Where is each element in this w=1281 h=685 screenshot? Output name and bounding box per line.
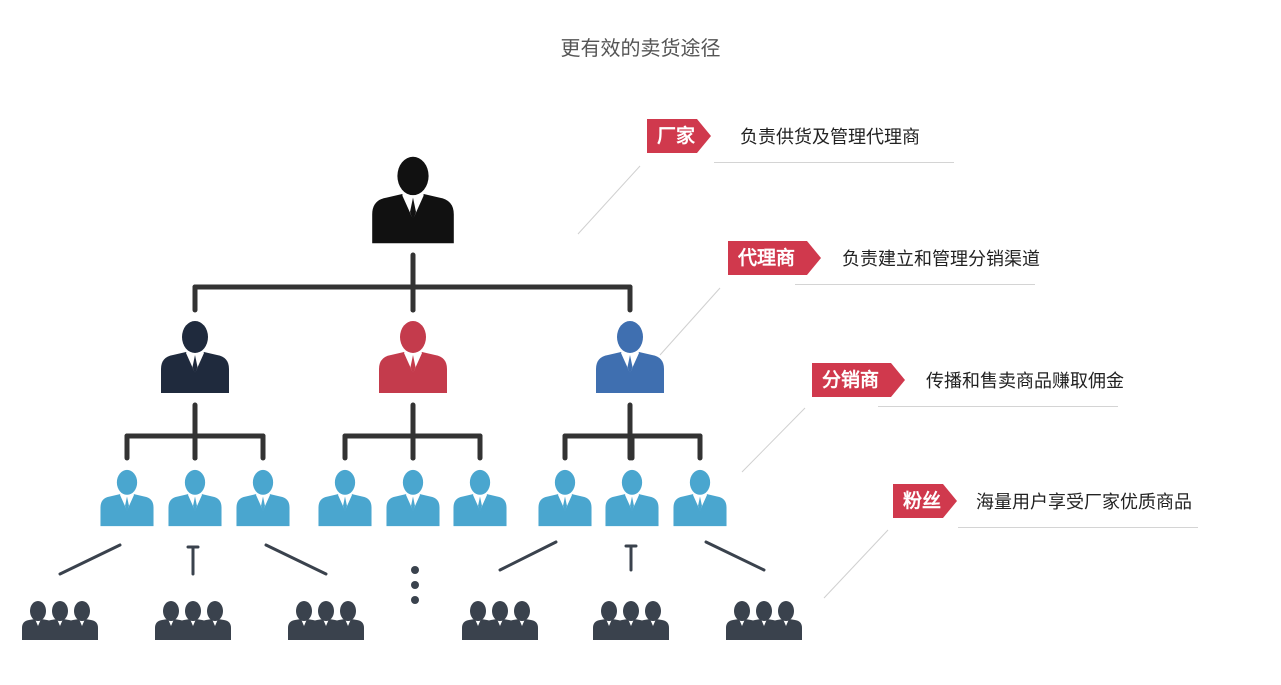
pointer-line-3 [823, 529, 889, 599]
connector-lines [58, 165, 889, 599]
desc-manufacturer: 负责供货及管理代理商 [740, 127, 920, 148]
underline-agent [795, 284, 1035, 285]
manufacturer-person-tie [410, 197, 416, 221]
underline-distributor [878, 406, 1118, 407]
agent-person-blue-tie [627, 355, 633, 374]
desc-agent: 负责建立和管理分销渠道 [842, 249, 1040, 270]
connector-fan-3 [498, 540, 558, 572]
distributor-person-7-tie [630, 496, 634, 512]
pointer-line-2 [741, 407, 806, 473]
connector-fan-0 [58, 543, 122, 576]
underline-manufacturer [714, 162, 954, 163]
tag-fans: 粉丝 [893, 484, 957, 518]
pointer-line-1 [659, 287, 721, 356]
ellipsis-dot-1 [411, 581, 419, 589]
ellipsis-dot-2 [411, 596, 419, 604]
connector-fan-5 [704, 540, 766, 572]
distributor-person-3-tie [343, 496, 347, 512]
distributor-person-6-tie [563, 496, 567, 512]
underline-fans [958, 527, 1198, 528]
agent-person-red-tie [410, 355, 416, 374]
tag-manufacturer: 厂家 [647, 119, 711, 153]
distributor-person-4-tie [411, 496, 415, 512]
distributor-person-0-tie [125, 496, 129, 512]
connector-fan-2 [264, 543, 328, 576]
distributor-person-2-tie [261, 496, 265, 512]
desc-fans: 海量用户享受厂家优质商品 [976, 492, 1192, 513]
page-title: 更有效的卖货途径 [560, 36, 721, 60]
distributor-person-1-tie [193, 496, 197, 512]
tag-distributor: 分销商 [812, 363, 905, 397]
tag-agent: 代理商 [728, 241, 821, 275]
distributor-person-8-tie [698, 496, 702, 512]
distributor-person-5-tie [478, 496, 482, 512]
ellipsis-dot-0 [411, 566, 419, 574]
people-layer [22, 156, 802, 640]
pointer-line-0 [577, 165, 641, 235]
desc-distributor: 传播和售卖商品赚取佣金 [926, 371, 1124, 392]
agent-person-navy-tie [192, 355, 198, 374]
